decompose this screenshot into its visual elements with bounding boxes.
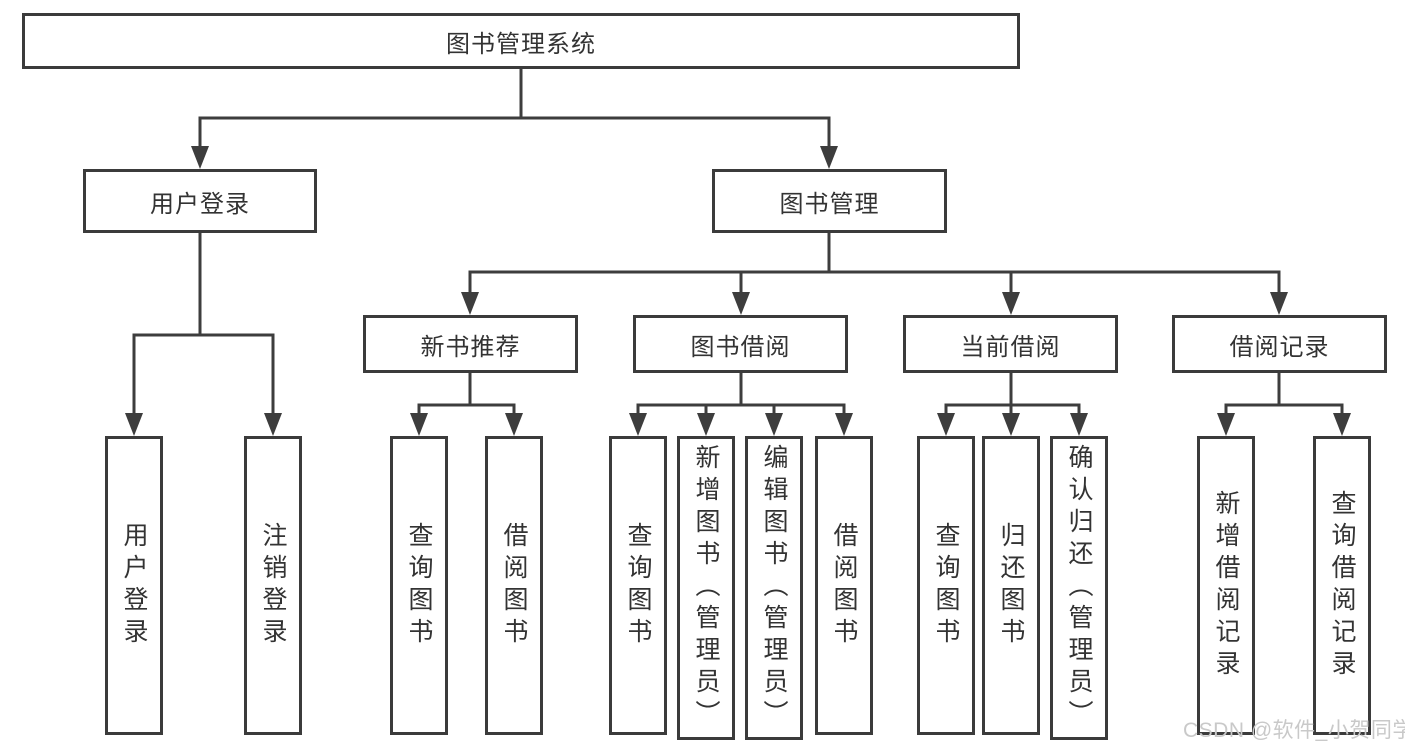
node-borrow-records: 借阅记录 — [1172, 315, 1387, 373]
leaf-cb-return-books: 归还图书 — [982, 436, 1040, 735]
leaf-bb-borrow-books: 借阅图书 — [815, 436, 873, 735]
node-root: 图书管理系统 — [22, 13, 1020, 69]
node-book-management: 图书管理 — [712, 169, 947, 233]
leaf-bb-borrow-books-label: 借阅图书 — [830, 521, 858, 650]
node-new-book-recommend-label: 新书推荐 — [420, 333, 521, 361]
leaf-br-query-record-label: 查询借阅记录 — [1328, 489, 1356, 682]
node-book-borrow-label: 图书借阅 — [690, 333, 791, 361]
leaf-bb-edit-books-admin-label: 编辑图书（管理员） — [760, 444, 788, 732]
leaf-logout: 注销登录 — [244, 436, 302, 735]
node-user-login-label: 用户登录 — [150, 190, 250, 218]
leaf-nb-query-books-label: 查询图书 — [405, 521, 433, 650]
node-new-book-recommend: 新书推荐 — [363, 315, 578, 373]
leaf-user-login-label: 用户登录 — [120, 521, 148, 650]
leaf-nb-query-books: 查询图书 — [390, 436, 448, 735]
leaf-br-query-record: 查询借阅记录 — [1313, 436, 1371, 735]
leaf-br-add-record-label: 新增借阅记录 — [1212, 489, 1240, 682]
leaf-cb-confirm-return-admin: 确认归还（管理员） — [1050, 436, 1108, 740]
leaf-cb-query-books: 查询图书 — [917, 436, 975, 735]
leaf-cb-confirm-return-admin-label: 确认归还（管理员） — [1065, 444, 1093, 732]
leaf-bb-add-books-admin-label: 新增图书（管理员） — [692, 444, 720, 732]
leaf-nb-borrow-books-label: 借阅图书 — [500, 521, 528, 650]
leaf-cb-return-books-label: 归还图书 — [997, 521, 1025, 650]
watermark: CSDN @软件_小贺同学 — [1183, 719, 1405, 742]
node-user-login: 用户登录 — [83, 169, 317, 233]
node-current-borrow-label: 当前借阅 — [960, 333, 1061, 361]
node-book-borrow: 图书借阅 — [633, 315, 848, 373]
leaf-logout-label: 注销登录 — [259, 521, 287, 650]
leaf-bb-query-books-label: 查询图书 — [624, 521, 652, 650]
leaf-bb-add-books-admin: 新增图书（管理员） — [677, 436, 735, 740]
leaf-nb-borrow-books: 借阅图书 — [485, 436, 543, 735]
leaf-bb-query-books: 查询图书 — [609, 436, 667, 735]
node-borrow-records-label: 借阅记录 — [1229, 333, 1330, 361]
node-book-management-label: 图书管理 — [779, 190, 880, 218]
node-current-borrow: 当前借阅 — [903, 315, 1118, 373]
node-root-label: 图书管理系统 — [446, 30, 596, 58]
leaf-bb-edit-books-admin: 编辑图书（管理员） — [745, 436, 803, 740]
leaf-user-login: 用户登录 — [105, 436, 163, 735]
leaf-br-add-record: 新增借阅记录 — [1197, 436, 1255, 735]
leaf-cb-query-books-label: 查询图书 — [932, 521, 960, 650]
